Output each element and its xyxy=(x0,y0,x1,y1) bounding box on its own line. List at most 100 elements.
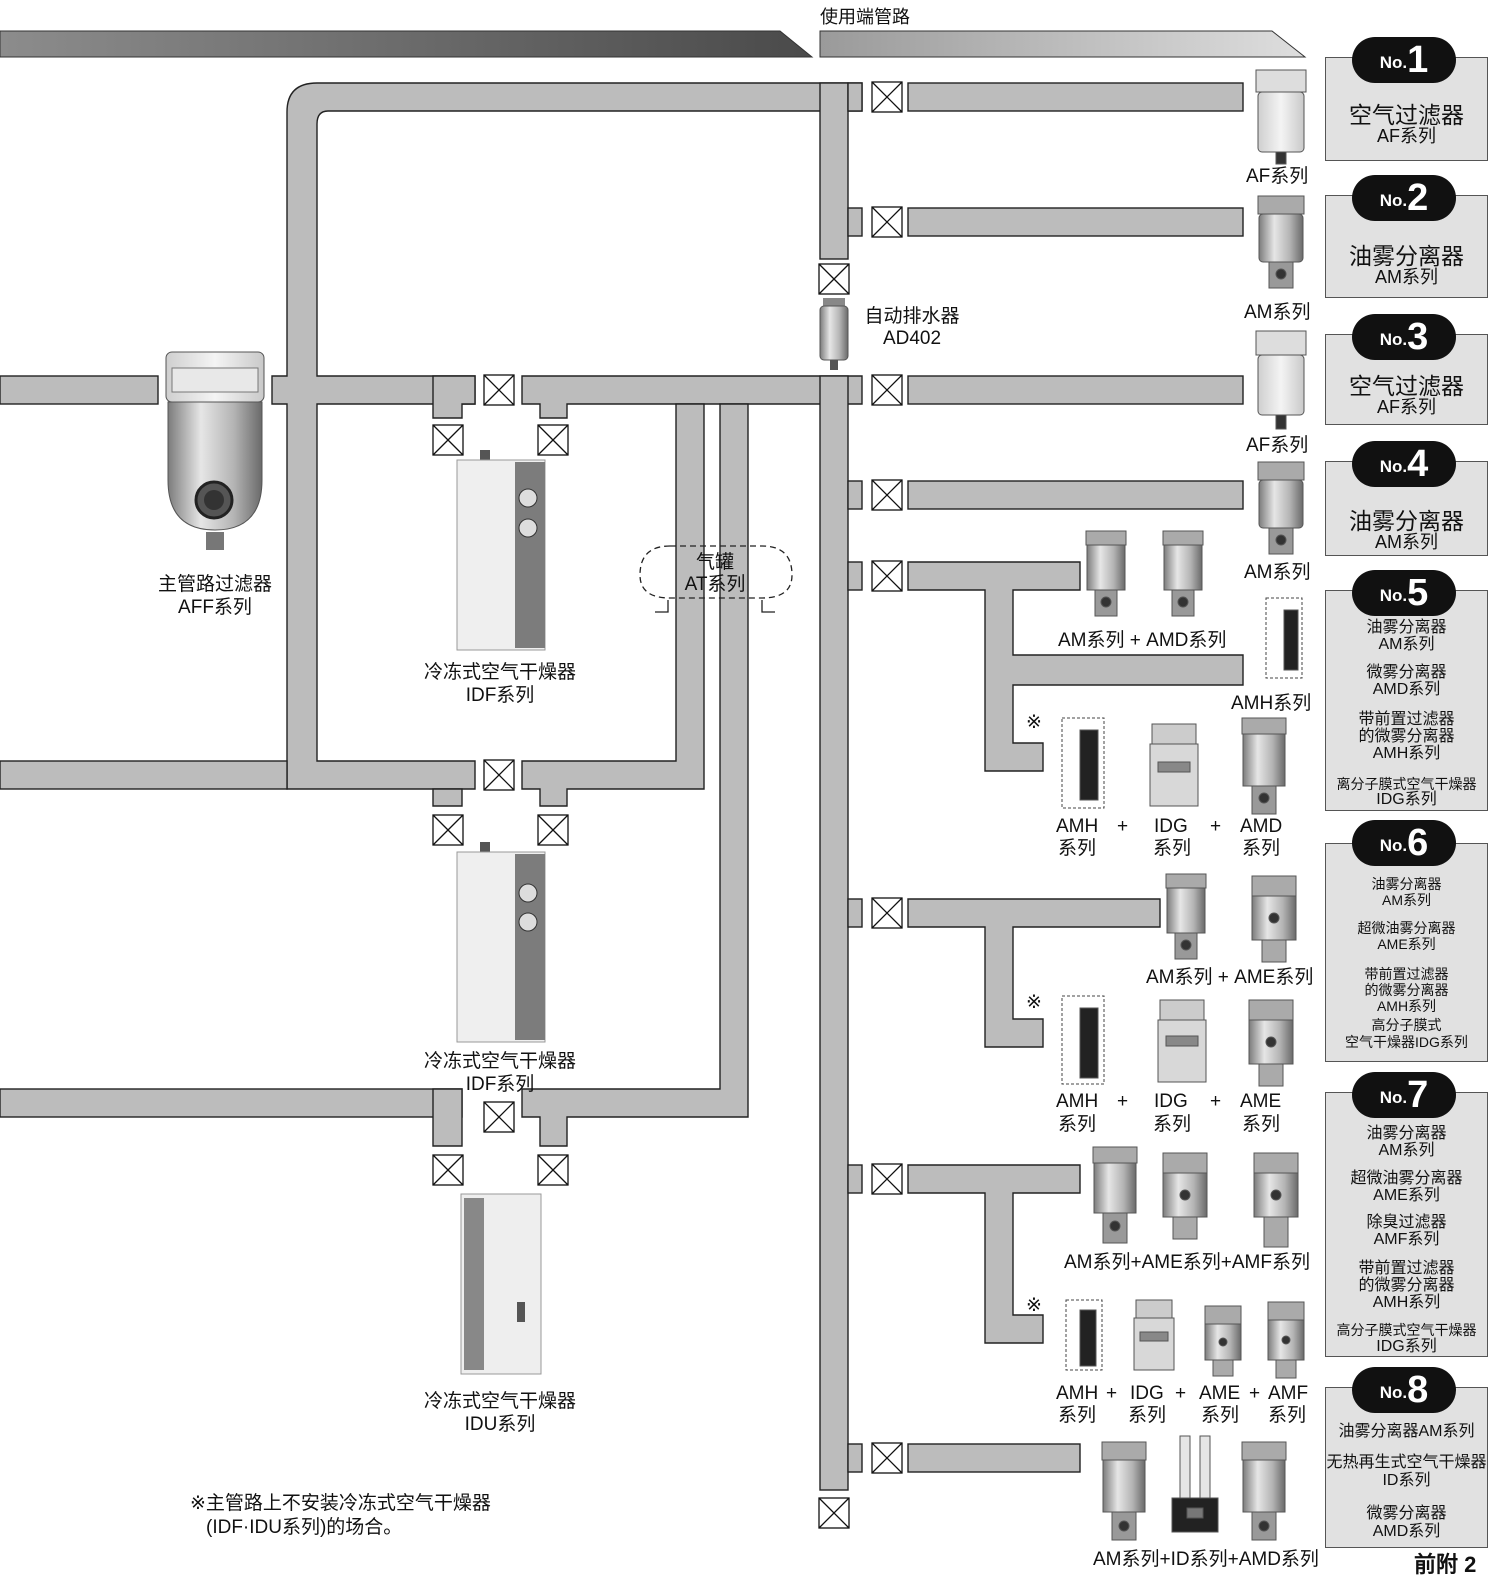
branch-pipe-4 xyxy=(907,480,1244,510)
auto-drain-image xyxy=(819,298,849,370)
am-unit-4 xyxy=(1257,461,1305,555)
branch-stub-7 xyxy=(847,1164,863,1194)
am-unit-8 xyxy=(1101,1441,1147,1541)
dryer3-out-stub xyxy=(521,403,749,1147)
af-unit-3 xyxy=(1255,330,1307,430)
valve xyxy=(537,814,569,846)
footnote: ※主管路上不安装冷冻式空气干燥器 (IDF·IDU系列)的场合。 xyxy=(190,1493,491,1538)
ame-unit-6 xyxy=(1251,875,1297,963)
branch-pipe-3 xyxy=(907,375,1244,405)
card-no-6: 油雾分离器 AM系列 超微油雾分离器 AME系列 带前置过滤器 的微雾分离器 A… xyxy=(1325,843,1488,1062)
branch-pipe-7 xyxy=(907,1164,1081,1344)
dryer-1-image xyxy=(456,450,546,651)
dryer2-in-stub xyxy=(432,788,463,807)
amh-unit-5 xyxy=(1265,597,1303,679)
series-word: 系列 xyxy=(1128,1405,1167,1426)
branch-pipe-5 xyxy=(907,561,1244,772)
am-unit-5 xyxy=(1085,530,1127,617)
id-unit-8 xyxy=(1171,1435,1219,1533)
dryer3-in-stub xyxy=(432,1088,463,1147)
ame-unit-6b xyxy=(1248,999,1294,1087)
use-end-header-bar xyxy=(819,30,1307,58)
series-word: 系列 xyxy=(1242,838,1281,859)
label-amh-5b: AMH xyxy=(1056,816,1099,837)
label-af-1: AF系列 xyxy=(1246,166,1309,187)
dryer-2-image xyxy=(456,842,546,1043)
branch-stub-8 xyxy=(847,1443,863,1473)
branch-stub-6 xyxy=(847,898,863,928)
label-af-3: AF系列 xyxy=(1246,435,1309,456)
ame-unit-7 xyxy=(1162,1152,1208,1240)
valve xyxy=(871,479,903,511)
upper-riser xyxy=(819,82,849,260)
am-unit-2 xyxy=(1257,195,1305,289)
amd-unit-8 xyxy=(1241,1441,1287,1541)
valve xyxy=(871,1163,903,1195)
valve xyxy=(432,814,464,846)
branch-stub-5 xyxy=(847,561,863,591)
amh-unit-5b xyxy=(1061,717,1105,809)
series-word: 系列 xyxy=(1153,838,1192,859)
badge-no-7: No.7 xyxy=(1352,1072,1456,1118)
amd-unit-5 xyxy=(1162,530,1204,617)
main-loop-pipe xyxy=(271,82,863,790)
series-word: 系列 xyxy=(1201,1405,1240,1426)
valve xyxy=(432,424,464,456)
badge-no-1: No.1 xyxy=(1352,37,1456,83)
product-images xyxy=(1061,69,1307,1541)
branch-stub-4 xyxy=(847,480,863,510)
plus-sign: + xyxy=(1210,816,1222,837)
badge-no-2: No.2 xyxy=(1352,175,1456,221)
label-ame-6: AME xyxy=(1240,1091,1282,1112)
valve xyxy=(483,759,515,791)
badge-no-5: No.5 xyxy=(1352,570,1456,616)
valve xyxy=(432,1154,464,1186)
series-word: 系列 xyxy=(1058,838,1097,859)
main-line-filter-image xyxy=(165,351,265,550)
dryer-3-image xyxy=(460,1193,542,1375)
series-word: 系列 xyxy=(1242,1114,1281,1135)
am-unit-7 xyxy=(1092,1146,1138,1244)
amf-unit-7 xyxy=(1253,1152,1299,1248)
label-idg-5: IDG xyxy=(1154,816,1188,837)
branch-stub-1 xyxy=(847,82,863,112)
ame-unit-7b xyxy=(1204,1305,1242,1377)
label-idg-6: IDG xyxy=(1154,1091,1188,1112)
plus-sign: + xyxy=(1106,1383,1118,1404)
plus-sign: + xyxy=(1117,1091,1129,1112)
plus-sign: + xyxy=(1117,816,1129,837)
amd-unit-5b xyxy=(1241,717,1287,815)
label-amd-5b: AMD xyxy=(1240,816,1283,837)
series-word: 系列 xyxy=(1058,1114,1097,1135)
valve xyxy=(818,1497,850,1529)
amf-unit-7b xyxy=(1267,1301,1305,1379)
label-am-ame: AM系列 + AME系列 xyxy=(1146,967,1314,988)
note-mark-7: ※ xyxy=(1026,1295,1042,1316)
distribution-riser xyxy=(819,375,849,1491)
label-ame-7: AME xyxy=(1199,1383,1241,1404)
valve xyxy=(871,206,903,238)
valve xyxy=(871,560,903,592)
badge-no-6: No.6 xyxy=(1352,820,1456,866)
note-mark-5: ※ xyxy=(1026,712,1042,733)
idg-unit-5 xyxy=(1149,723,1199,807)
main-pipe xyxy=(0,375,159,405)
plus-sign: + xyxy=(1249,1383,1261,1404)
branch-stub-2 xyxy=(847,207,863,237)
dryer1-out-stub xyxy=(521,375,863,419)
plus-sign: + xyxy=(1175,1383,1187,1404)
air-tank-outline xyxy=(639,545,793,599)
dryer2-out-stub xyxy=(521,403,705,807)
label-amf-7: AMF xyxy=(1268,1383,1309,1404)
label-am-2: AM系列 xyxy=(1244,302,1311,323)
label-amh: AMH系列 xyxy=(1231,693,1312,714)
valve xyxy=(483,1101,515,1133)
main-pipe-left-1089 xyxy=(0,1088,463,1118)
label-amh-6: AMH xyxy=(1056,1091,1099,1112)
valve xyxy=(871,1442,903,1474)
valve xyxy=(537,424,569,456)
